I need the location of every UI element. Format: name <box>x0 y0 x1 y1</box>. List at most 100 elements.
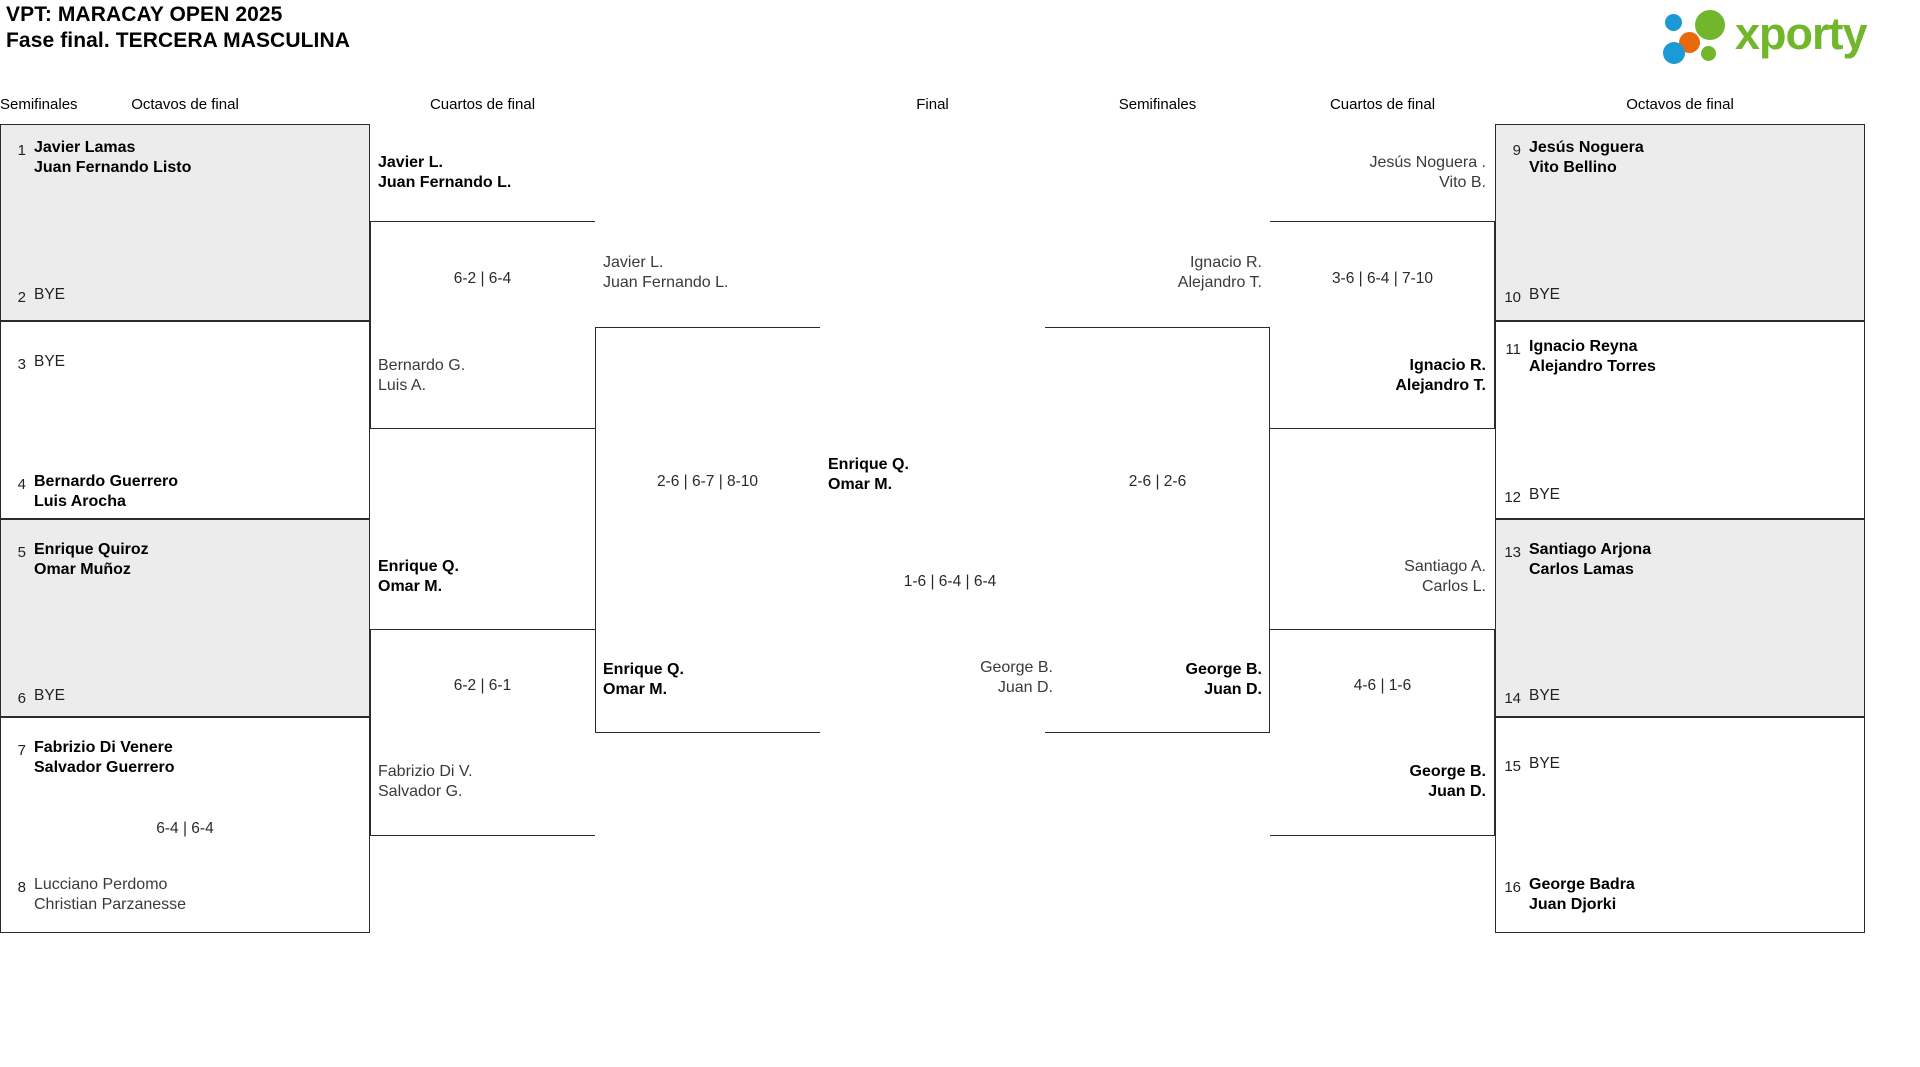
player-1: BYE <box>34 687 66 704</box>
player-1: Santiago Arjona <box>1529 541 1652 558</box>
player-1: Javier L. <box>603 254 664 271</box>
sf-right-entry-2[interactable]: George B. Juan D. <box>1052 660 1262 699</box>
player-2: Juan D. <box>997 678 1053 696</box>
r16-right-match-1[interactable] <box>1495 124 1865 321</box>
player-2: Vito Bellino <box>1529 158 1617 176</box>
player-1: Enrique Q. <box>603 661 684 678</box>
final-entry-bottom[interactable]: George B. Juan D. <box>828 658 1053 697</box>
sf-left-connector[interactable] <box>595 327 820 733</box>
round-header-final: Final <box>916 96 949 113</box>
r16-left-entry-2[interactable]: 2 BYE <box>4 285 364 306</box>
team-names: Ignacio R. Alejandro T. <box>1395 356 1486 395</box>
r16-right-match-4[interactable] <box>1495 717 1865 933</box>
r16-right-entry-8[interactable]: 16 George Badra Juan Djorki <box>1499 875 1859 914</box>
player-1: Ignacio R. <box>1409 357 1486 374</box>
r16-right-entry-5[interactable]: 13 Santiago Arjona Carlos Lamas <box>1499 540 1859 579</box>
team-names: Santiago Arjona Carlos Lamas <box>1521 540 1651 579</box>
r16-right-entry-6[interactable]: 14 BYE <box>1499 686 1859 707</box>
qf-left-entry-3[interactable]: Enrique Q. Omar M. <box>378 557 588 596</box>
seed-number: 6 <box>17 690 26 707</box>
team-names: Ignacio Reyna Alejandro Torres <box>1521 337 1656 376</box>
player-2: Carlos Lamas <box>1529 560 1634 578</box>
qf-left-entry-2[interactable]: Bernardo G. Luis A. <box>378 356 588 395</box>
team-names: BYE <box>26 686 65 705</box>
player-1: Javier L. <box>378 154 443 171</box>
r16-right-match-3[interactable] <box>1495 519 1865 717</box>
team-names: BYE <box>1521 686 1560 705</box>
player-1: BYE <box>1529 286 1561 303</box>
team-names: BYE <box>26 352 65 371</box>
qf-right-entry-1[interactable]: Jesús Noguera . Vito B. <box>1278 153 1486 192</box>
seed-number: 11 <box>1505 341 1521 358</box>
qf-right-entry-4[interactable]: George B. Juan D. <box>1278 762 1486 801</box>
r16-left-entry-1[interactable]: 1 Javier Lamas Juan Fernando Listo <box>4 138 364 177</box>
qf-right-connector-1[interactable] <box>1270 221 1495 429</box>
player-2: Carlos L. <box>1421 577 1486 595</box>
r16-left-entry-4[interactable]: 4 Bernardo Guerrero Luis Arocha <box>4 472 364 511</box>
sf-left-entry-2[interactable]: Enrique Q. Omar M. <box>603 660 813 699</box>
final-entry-top[interactable]: Enrique Q. Omar M. <box>828 455 1083 494</box>
r16-left-entry-5[interactable]: 5 Enrique Quiroz Omar Muñoz <box>4 540 364 579</box>
r16-left-entry-3[interactable]: 3 BYE <box>4 352 364 373</box>
seed-number: 1 <box>17 142 26 159</box>
player-1: BYE <box>34 286 66 303</box>
qf-left-entry-4[interactable]: Fabrizio Di V. Salvador G. <box>378 762 588 801</box>
qf-left-entry-1[interactable]: Javier L. Juan Fernando L. <box>378 153 588 192</box>
round-header-qf-left: Cuartos de final <box>429 96 536 113</box>
player-1: Jesús Noguera <box>1529 139 1644 156</box>
r16-left-match-4[interactable] <box>0 717 370 933</box>
team-names: Fabrizio Di V. Salvador G. <box>378 762 473 801</box>
team-names: Ignacio R. Alejandro T. <box>1178 253 1262 292</box>
r16-left-match-3[interactable] <box>0 519 370 717</box>
r16-left-entry-8[interactable]: 8 Lucciano Perdomo Christian Parzanesse <box>4 875 364 914</box>
r16-right-entry-2[interactable]: 10 BYE <box>1499 285 1859 306</box>
r16-right-entry-4[interactable]: 12 BYE <box>1499 485 1859 506</box>
sf-right-entry-1[interactable]: Ignacio R. Alejandro T. <box>1052 253 1262 292</box>
qf-left-connector-2[interactable] <box>370 629 595 836</box>
qf-left-connector-1[interactable] <box>370 221 595 429</box>
team-names: Enrique Quiroz Omar Muñoz <box>26 540 149 579</box>
team-names: Enrique Q. Omar M. <box>378 557 459 596</box>
player-1: George B. <box>1409 763 1486 780</box>
player-2: Alejandro T. <box>1177 273 1262 291</box>
seed-number: 14 <box>1504 690 1521 707</box>
r16-right-entry-1[interactable]: 9 Jesús Noguera Vito Bellino <box>1499 138 1859 177</box>
sf-left-entry-1[interactable]: Javier L. Juan Fernando L. <box>603 253 813 292</box>
team-names: Javier L. Juan Fernando L. <box>603 253 728 292</box>
r16-right-entry-7[interactable]: 15 BYE <box>1499 754 1859 775</box>
qf-right-entry-2[interactable]: Ignacio R. Alejandro T. <box>1278 356 1486 395</box>
r16-left-entry-7[interactable]: 7 Fabrizio Di Venere Salvador Guerrero <box>4 738 364 777</box>
xporty-logo[interactable]: xporty <box>1663 8 1868 64</box>
player-2: Salvador G. <box>378 782 463 800</box>
team-names: Lucciano Perdomo Christian Parzanesse <box>26 875 186 914</box>
logo-dot-green-small <box>1701 46 1716 61</box>
team-names: BYE <box>1521 485 1560 504</box>
seed-number: 16 <box>1504 879 1521 896</box>
player-2: Omar Muñoz <box>34 560 131 578</box>
r16-left-entry-6[interactable]: 6 BYE <box>4 686 364 707</box>
r16-right-entry-3[interactable]: 11 Ignacio Reyna Alejandro Torres <box>1499 337 1859 376</box>
team-names: George B. Juan D. <box>980 658 1053 697</box>
logo-dot-blue-top <box>1665 14 1682 31</box>
player-2: Omar M. <box>828 475 893 493</box>
seed-number: 2 <box>17 289 26 306</box>
qf-right-connector-2[interactable] <box>1270 629 1495 836</box>
logo-dot-orange <box>1679 32 1700 53</box>
r16-right-match-2[interactable] <box>1495 321 1865 519</box>
sf-left-score: 2-6 | 6-7 | 8-10 <box>656 473 759 490</box>
player-1: George Badra <box>1529 876 1635 893</box>
r16-left-match-1[interactable] <box>0 124 370 321</box>
sf-right-connector[interactable] <box>1045 327 1270 733</box>
r16-left-match-2[interactable] <box>0 321 370 519</box>
round-header-qf-right: Cuartos de final <box>1329 96 1436 113</box>
player-2: Luis A. <box>378 376 427 394</box>
round-header-sf-left: Semifinales <box>0 96 78 113</box>
page-title: VPT: MARACAY OPEN 2025 Fase final. TERCE… <box>6 2 350 54</box>
seed-number: 12 <box>1504 489 1521 506</box>
player-2: Salvador Guerrero <box>34 758 175 776</box>
team-names: BYE <box>26 285 65 304</box>
player-2: Vito B. <box>1439 173 1486 191</box>
qf-right-entry-3[interactable]: Santiago A. Carlos L. <box>1278 557 1486 596</box>
qf-right-score-2: 4-6 | 1-6 <box>1353 677 1412 694</box>
